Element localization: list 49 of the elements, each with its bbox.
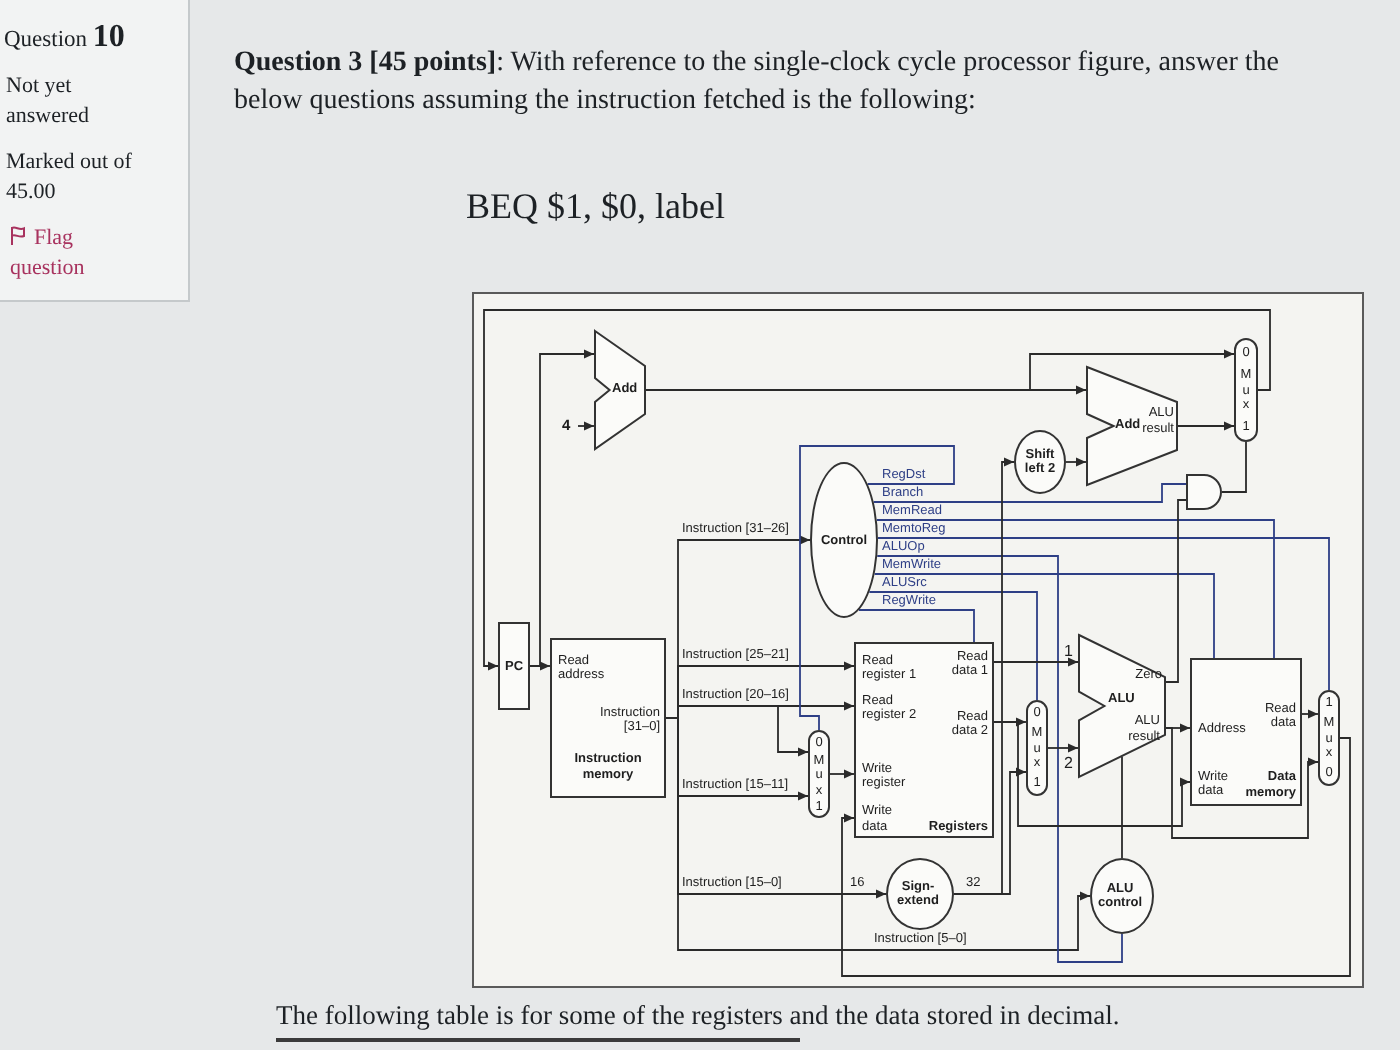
arrow <box>953 767 1027 895</box>
question-number: Question 10 <box>4 22 126 56</box>
control-line <box>877 537 1330 691</box>
adder-shape <box>1086 366 1178 486</box>
status-text: Not yet answered <box>6 72 91 132</box>
arrow <box>829 769 855 779</box>
question-text: Question 3 [45 points]: With reference to the single-clock cycle processor figure, answer the below questions assuming the instruction fetched is the following: <box>234 46 1280 120</box>
arrow <box>993 721 1191 827</box>
wire <box>1221 441 1247 493</box>
alu-control-ellipse <box>1090 858 1154 934</box>
register-file-box <box>854 642 994 838</box>
and-gate <box>1186 474 1222 510</box>
control-line <box>799 445 955 731</box>
arrow <box>577 421 595 431</box>
arrow <box>1065 457 1087 467</box>
instruction-text: BEQ $1, $0, label <box>466 184 726 228</box>
arrow <box>1177 421 1235 431</box>
arrow <box>1165 727 1319 839</box>
control-line <box>873 573 1215 659</box>
adder-shape <box>594 330 646 450</box>
sign-extend-ellipse <box>886 858 954 930</box>
mux-shape <box>1318 690 1340 786</box>
shifter-ellipse <box>1014 430 1066 494</box>
arrow <box>993 657 1079 667</box>
control-line <box>876 555 1123 963</box>
arrow <box>645 385 1087 395</box>
mux-shape <box>1234 338 1258 442</box>
input-number: 1 <box>1064 641 1074 659</box>
flag-question-link: Flag question <box>10 224 87 284</box>
arrow <box>1301 709 1319 719</box>
memory-box <box>1190 658 1302 806</box>
alu-shape <box>1078 634 1166 778</box>
arrow <box>483 309 1271 671</box>
control-line <box>868 591 1038 701</box>
register-box <box>498 622 530 710</box>
memory-box <box>550 638 666 798</box>
mux-shape <box>808 730 830 818</box>
arrow <box>1047 743 1079 753</box>
marks-text: Marked out of 45.00 <box>6 148 133 208</box>
wire <box>1165 499 1187 683</box>
control-line <box>875 519 1275 659</box>
wire <box>1121 755 1123 859</box>
arrow <box>841 737 1351 977</box>
table-intro-text: The following table is for some of the registers and the data stored in decimal. <box>276 998 1121 1032</box>
control-line <box>858 609 975 643</box>
input-number: 2 <box>1064 753 1074 771</box>
control-line <box>872 483 1187 503</box>
arrow <box>529 349 595 667</box>
mux-shape <box>1026 700 1048 796</box>
